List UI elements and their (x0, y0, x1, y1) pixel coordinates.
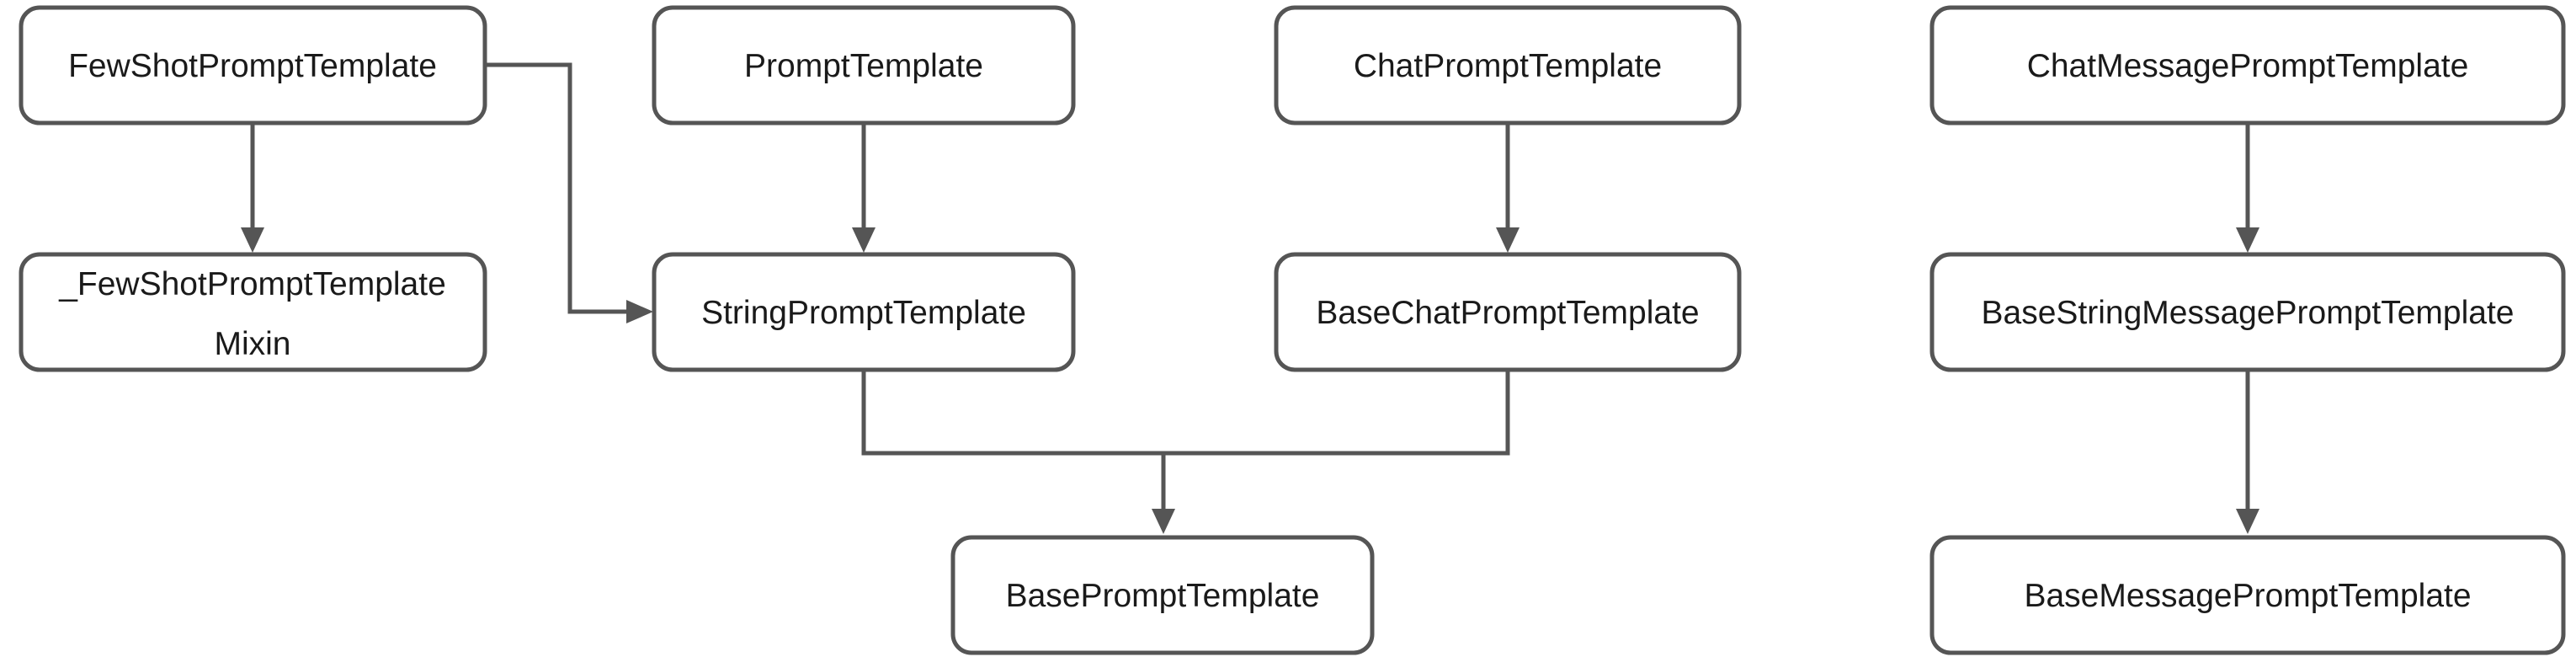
node-label-line-1: _FewShotPromptTemplate (58, 266, 446, 302)
node-base-chat-prompt-template: BaseChatPromptTemplate (1274, 252, 1742, 372)
arrow-head (2236, 227, 2259, 253)
node-label: BaseStringMessagePromptTemplate (1982, 295, 2515, 331)
node-few-shot-prompt-template: FewShotPromptTemplate (19, 5, 487, 126)
node-label: ChatMessagePromptTemplate (2027, 48, 2469, 84)
edges (241, 62, 2259, 534)
node-chat-message-prompt-template: ChatMessagePromptTemplate (1929, 5, 2566, 126)
node-chat-prompt-template: ChatPromptTemplate (1274, 5, 1742, 126)
node-base-string-message-prompt-template: BaseStringMessagePromptTemplate (1929, 252, 2566, 372)
arrow-head (852, 227, 876, 253)
node-label: ChatPromptTemplate (1354, 48, 1662, 84)
node-few-shot-prompt-template-mixin: _FewShotPromptTemplate Mixin (19, 252, 487, 372)
edge-string-to-baseprompt (861, 371, 1163, 456)
node-base-message-prompt-template: BaseMessagePromptTemplate (1929, 535, 2566, 655)
edge-fewshot-to-string (485, 62, 633, 314)
arrow-head (241, 227, 264, 253)
arrow-head (626, 300, 653, 323)
node-label: StringPromptTemplate (701, 295, 1026, 331)
node-label: BaseMessagePromptTemplate (2024, 578, 2471, 614)
arrow-head (1496, 227, 1520, 253)
node-prompt-template: PromptTemplate (652, 5, 1076, 126)
edge-basechat-to-baseprompt (1163, 371, 1510, 456)
node-label: BaseChatPromptTemplate (1316, 295, 1699, 331)
node-string-prompt-template: StringPromptTemplate (652, 252, 1076, 372)
node-label: BasePromptTemplate (1006, 578, 1320, 614)
node-label-line-2: Mixin (214, 326, 290, 362)
node-base-prompt-template: BasePromptTemplate (950, 535, 1375, 655)
arrow-head (2236, 509, 2259, 534)
node-label: FewShotPromptTemplate (68, 48, 437, 84)
arrow-head (1152, 509, 1175, 534)
node-label: PromptTemplate (744, 48, 983, 84)
